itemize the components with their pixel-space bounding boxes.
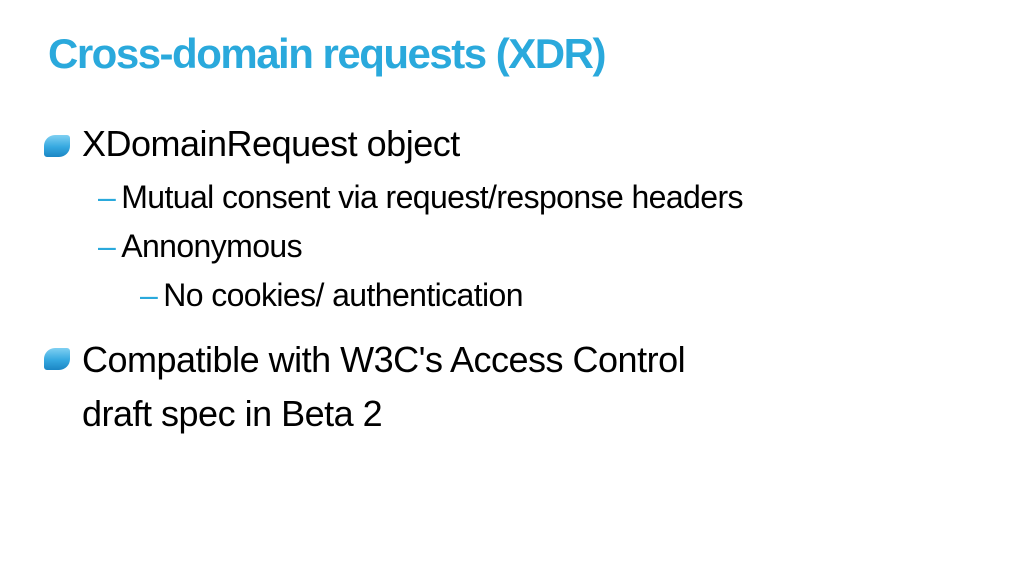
bullet-item-compatible-w3c: Compatible with W3C's Access Control dra… [44, 333, 944, 441]
sub-sub-bullet-item-no-cookies: – No cookies/ authentication [140, 273, 524, 317]
bullet-item-xdomainrequest: XDomainRequest object [44, 120, 460, 168]
sub-bullet-item-mutual-consent: – Mutual consent via request/response he… [98, 175, 744, 219]
sub-sub-bullet-text: No cookies/ authentication [163, 277, 523, 313]
bullet-square-icon [44, 348, 70, 370]
bullet-text: Compatible with W3C's Access Control dra… [82, 339, 686, 434]
dash-bullet-icon: – [98, 228, 116, 264]
slide-title: Cross-domain requests (XDR) [48, 30, 606, 77]
sub-bullet-text: Mutual consent via request/response head… [121, 179, 743, 215]
sub-bullet-item-annonymous: – Annonymous [98, 224, 303, 268]
dash-bullet-icon: – [140, 277, 158, 313]
sub-bullet-text: Annonymous [121, 228, 302, 264]
bullet-text: XDomainRequest object [82, 123, 460, 164]
bullet-square-icon [44, 135, 70, 157]
dash-bullet-icon: – [98, 179, 116, 215]
